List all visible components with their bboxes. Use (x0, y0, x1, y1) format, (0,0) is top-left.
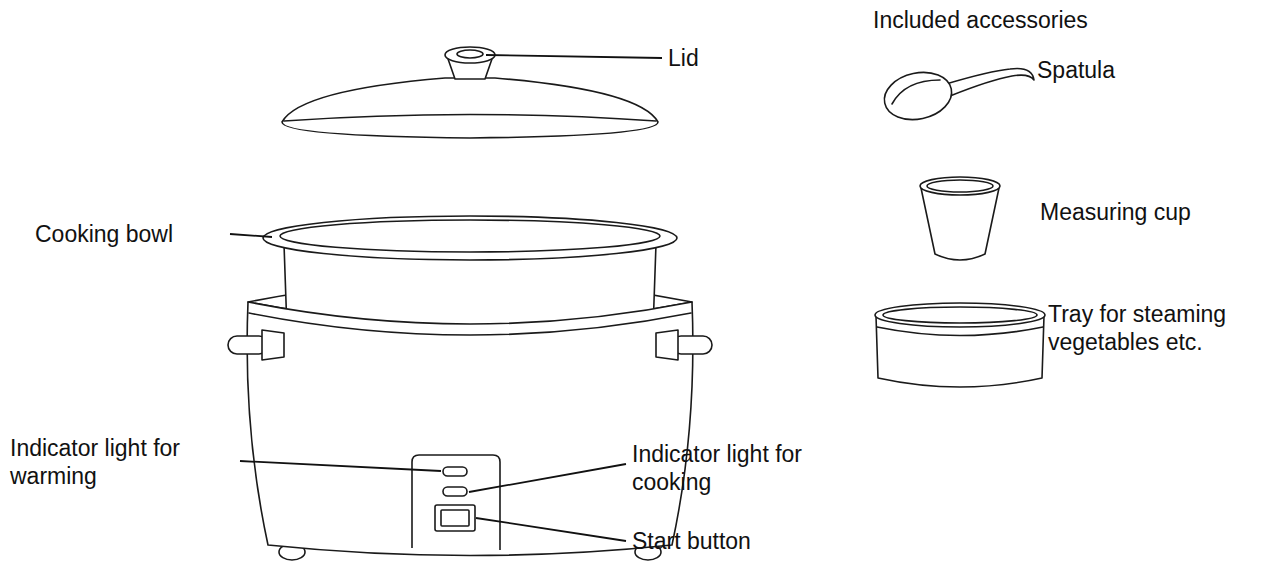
spatula-head (880, 66, 956, 125)
body-shell (247, 302, 693, 556)
accessory-label: Spatula (1037, 56, 1115, 84)
leader-line (476, 518, 626, 541)
control-panel (412, 455, 500, 550)
tray-rim-inner (883, 307, 1037, 323)
section-heading: Included accessories (873, 6, 1088, 34)
spatula (880, 66, 1034, 125)
measuring-cup (920, 177, 1000, 260)
part-label: Start button (632, 527, 751, 555)
handle-bracket (656, 330, 678, 360)
start-button-inner (441, 510, 469, 526)
tray-rim (875, 303, 1045, 327)
body-rim-line (249, 313, 691, 335)
tray-band (877, 327, 1043, 336)
leader-line (240, 461, 441, 471)
leader-line (469, 464, 626, 492)
leader-line (230, 234, 272, 237)
leader-line (486, 55, 662, 58)
cooker-body (247, 302, 693, 556)
warming-light (443, 467, 467, 476)
accessory-label: Tray for steaming vegetables etc. (1048, 300, 1266, 356)
panel (412, 455, 500, 550)
spatula-handle (946, 68, 1034, 96)
part-label: Indicator light for cooking (632, 440, 864, 496)
steaming-tray (875, 303, 1045, 387)
start-button (435, 505, 475, 531)
leader-lines (230, 55, 662, 541)
part-label: Indicator light for warming (10, 434, 238, 490)
cooking-light (443, 487, 467, 496)
bowl-rim-inner (280, 220, 660, 252)
bowl-rim (263, 216, 677, 260)
lid-dome (282, 78, 658, 138)
lid-knob-top (457, 50, 483, 58)
handle-bracket (262, 330, 284, 360)
accessory-label: Measuring cup (1040, 198, 1191, 226)
side-handles (228, 330, 712, 360)
part-label: Lid (668, 44, 699, 72)
lid (282, 47, 658, 138)
cup-rim (920, 177, 1000, 195)
part-label: Cooking bowl (35, 220, 173, 248)
spatula-curve (892, 80, 940, 104)
cup-rim-inner (927, 180, 993, 192)
lid-rim-line (284, 115, 656, 122)
cup-body (921, 188, 999, 260)
